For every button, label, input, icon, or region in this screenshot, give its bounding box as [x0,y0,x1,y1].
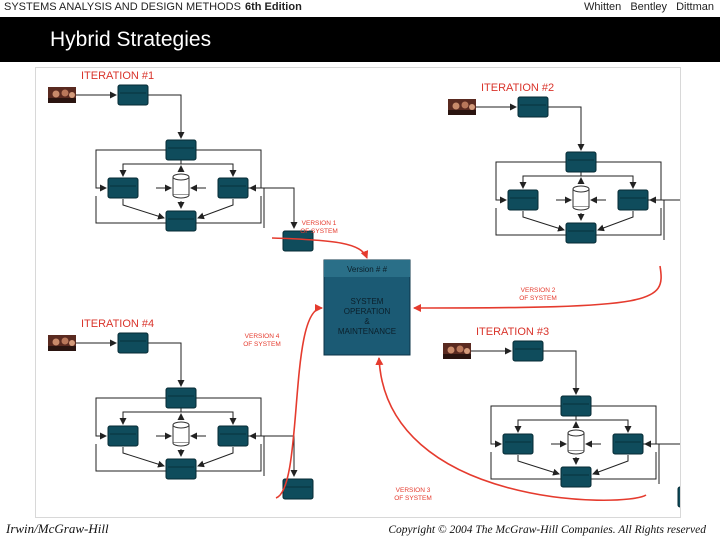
process-box [165,387,197,409]
iteration-cluster: ITERATION #3 [443,326,709,508]
database-icon [567,429,585,455]
process-box [165,210,197,232]
version-label-line2: OF SYSTEM [300,228,338,235]
version-label-line2: OF SYSTEM [394,495,432,502]
process-box [217,177,249,199]
process-box [565,151,597,173]
version-label-line2: OF SYSTEM [243,341,281,348]
central-header: Version # # [347,265,388,274]
version-arrow [375,357,647,502]
process-box [565,222,597,244]
version-label: VERSION 4 [245,333,280,340]
iteration-label: ITERATION #1 [81,70,154,82]
process-box [282,478,314,500]
process-box [117,84,149,106]
publisher: Irwin/McGraw-Hill [6,521,109,536]
iteration-cluster: ITERATION #2 [448,82,714,264]
title-bar [0,17,720,62]
diagram-panel: ITERATION #1 ITERATION #2 ITERATION #4 ITER… [35,67,714,518]
edition: 6th Edition [244,1,302,13]
iteration-label: ITERATION #4 [81,318,154,330]
team-photo-icon [48,87,76,103]
database-icon [172,421,190,447]
team-photo-icon [448,99,476,115]
process-box [107,425,139,447]
iteration-label: ITERATION #2 [481,82,554,94]
process-box [517,96,549,118]
version-label: VERSION 2 [521,287,556,294]
hybrid-strategy-diagram: ITERATION #1 ITERATION #2 ITERATION #4 ITER… [48,70,714,508]
database-icon [572,185,590,211]
iteration-cluster: ITERATION #1 [48,70,314,252]
database-icon [172,173,190,199]
process-box [677,486,709,508]
process-box [165,458,197,480]
central-body-line: & [364,317,370,326]
version-arrow [271,237,369,259]
process-box [502,433,534,455]
central-body-line: MAINTENANCE [338,327,396,336]
process-box [560,466,592,488]
process-box [217,425,249,447]
process-box [507,189,539,211]
authors: Whitten Bentley Dittman [584,1,714,13]
version-label-line2: OF SYSTEM [519,295,557,302]
central-header-band [324,260,410,277]
central-body-line: SYSTEM [351,297,384,306]
version-arrow [275,304,323,499]
central-body-line: OPERATION [344,307,391,316]
process-box [107,177,139,199]
iteration-label: ITERATION #3 [476,326,549,338]
team-photo-icon [48,335,76,351]
process-box [617,189,649,211]
team-photo-icon [443,343,471,359]
process-box [165,139,197,161]
process-box [560,395,592,417]
version-arrow [413,265,662,312]
process-box [512,340,544,362]
version-label: VERSION 3 [396,487,431,494]
slide-title: Hybrid Strategies [50,28,212,51]
process-box [282,230,314,252]
copyright: Copyright © 2004 The McGraw-Hill Compani… [388,524,706,536]
version-label: VERSION 1 [302,220,337,227]
process-box [117,332,149,354]
process-box [612,433,644,455]
